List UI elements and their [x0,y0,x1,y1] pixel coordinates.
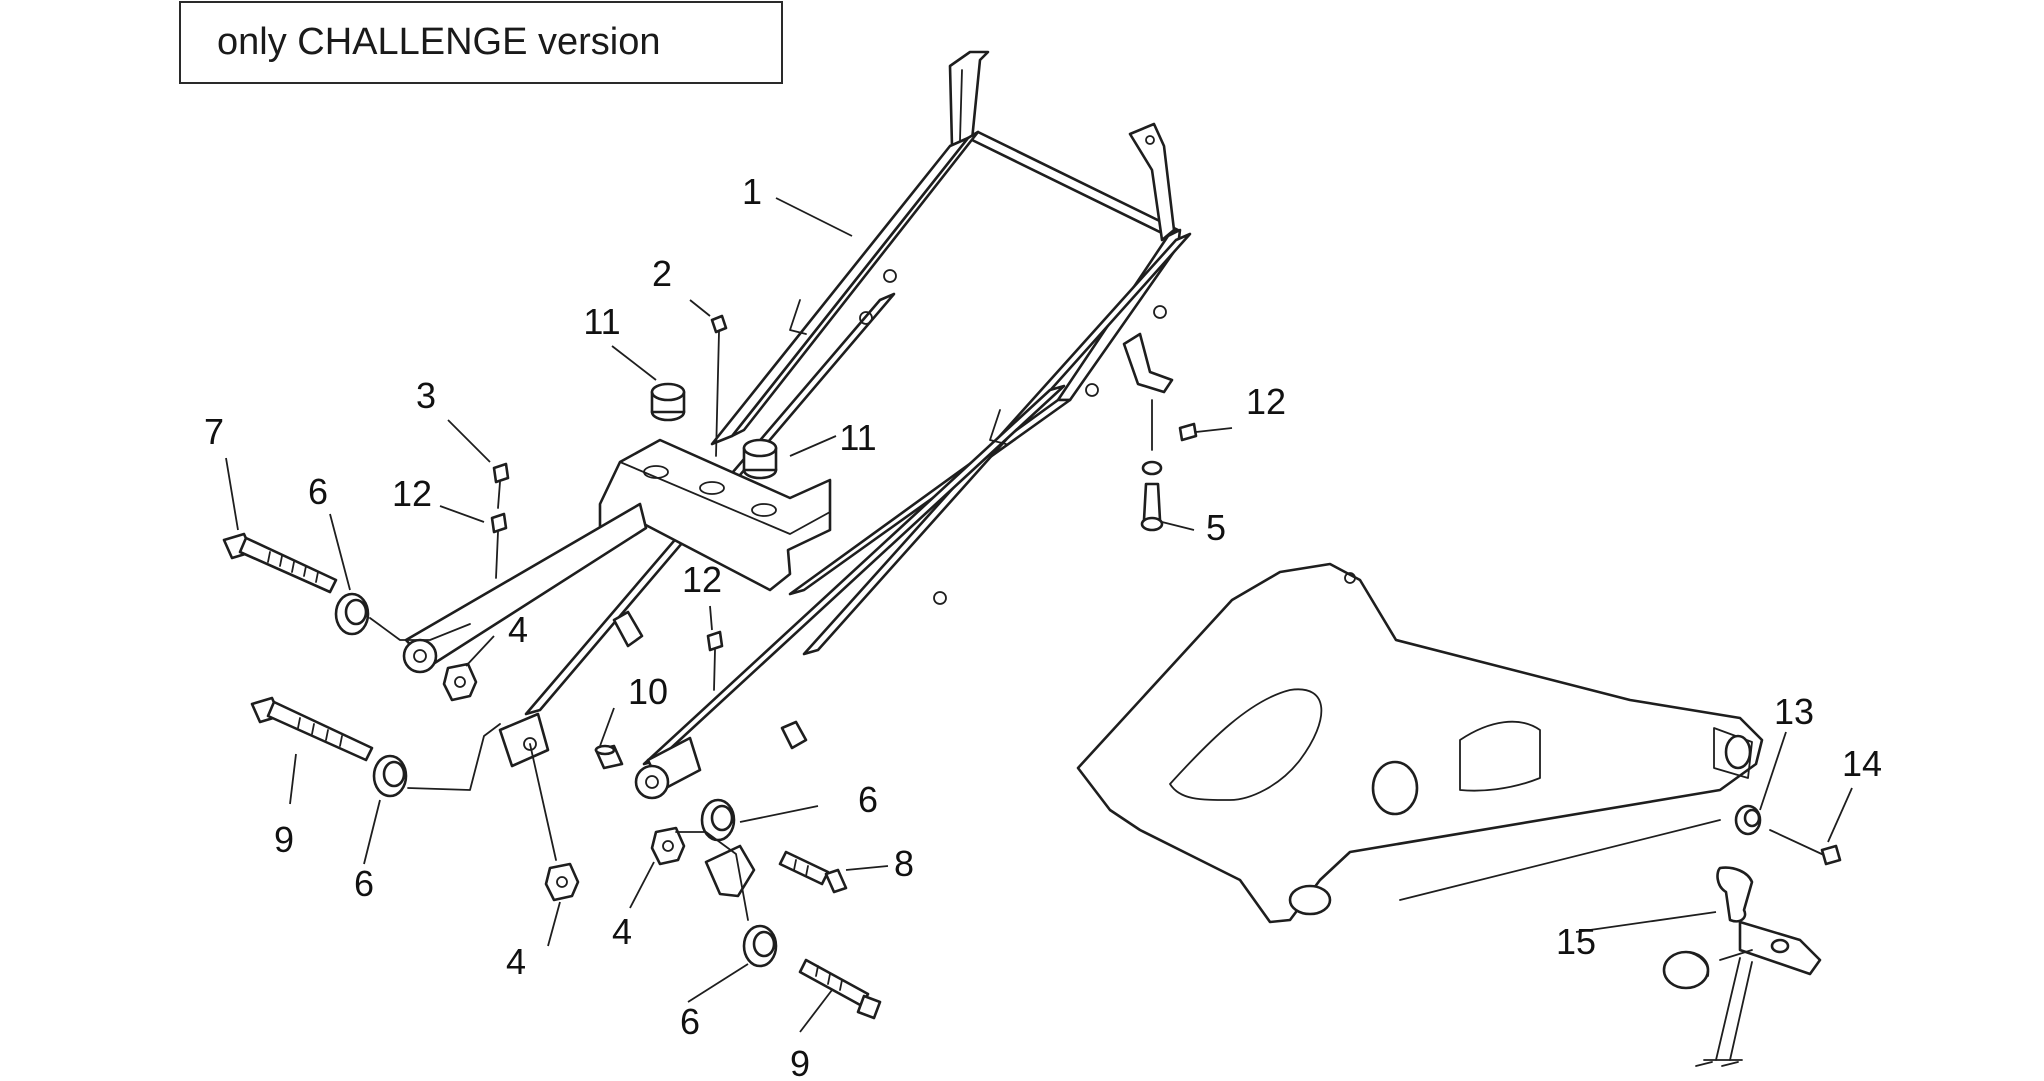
nut-part-4-b [544,862,580,902]
callout-4-a: 4 [508,609,528,650]
callout-13: 13 [1774,691,1814,732]
rubber-mount-part-11-a [650,382,686,422]
bushing-part-6-c [700,798,736,842]
callout-3: 3 [416,375,436,416]
screw-part-12-right [1178,422,1198,442]
callout-labels: 1 2 3 4 4 4 5 6 6 6 6 7 8 9 9 10 11 11 1… [204,171,1882,1081]
bolt-part-5 [1140,399,1164,532]
pin-part-10 [594,744,624,770]
callout-12-a: 12 [392,473,432,514]
callout-10: 10 [628,671,668,712]
screw-part-3 [492,462,510,509]
challenge-version-note-text: only CHALLENGE version [217,21,661,63]
callout-9-a: 9 [274,819,294,860]
callout-4-c: 4 [612,911,632,952]
callout-12-c: 12 [1246,381,1286,422]
callout-2: 2 [652,253,672,294]
bolt-part-8 [778,850,848,894]
screw-part-14 [1769,829,1842,866]
screw-part-2 [710,314,728,457]
challenge-version-note: only CHALLENGE version [179,1,783,84]
callout-4-b: 4 [506,941,526,982]
bushing-part-6-d [742,924,778,968]
nut-part-4-a [442,662,478,702]
callout-8: 8 [894,843,914,884]
callout-6-b: 6 [354,863,374,904]
callout-11-a: 11 [583,301,620,342]
callout-1: 1 [742,171,762,212]
callout-12-b: 12 [682,559,722,600]
bushing-part-13 [1734,804,1762,836]
bushing-part-6-b [372,754,408,798]
bolt-part-9-a [250,696,374,762]
rubber-mount-part-11-b [742,438,778,480]
swingarm [1076,562,1764,924]
bolt-part-9-b [798,958,882,1020]
callout-5: 5 [1206,507,1226,548]
callout-6-d: 6 [680,1001,700,1042]
callout-7: 7 [204,411,224,452]
nut-part-4-c [650,826,686,866]
callout-14: 14 [1842,743,1882,784]
rear-subframe [402,50,1192,898]
stand-part-15 [1662,866,1822,1067]
bushing-part-6-a [334,592,370,636]
bolt-part-7 [222,532,338,594]
screw-part-12-centre [706,630,724,691]
leader-lines [225,197,1853,1033]
callout-6-a: 6 [308,471,328,512]
callout-6-c: 6 [858,779,878,820]
callout-11-b: 11 [839,417,876,458]
screw-part-12-left [490,512,508,579]
callout-15: 15 [1556,921,1596,962]
callout-9-b: 9 [790,1043,810,1081]
